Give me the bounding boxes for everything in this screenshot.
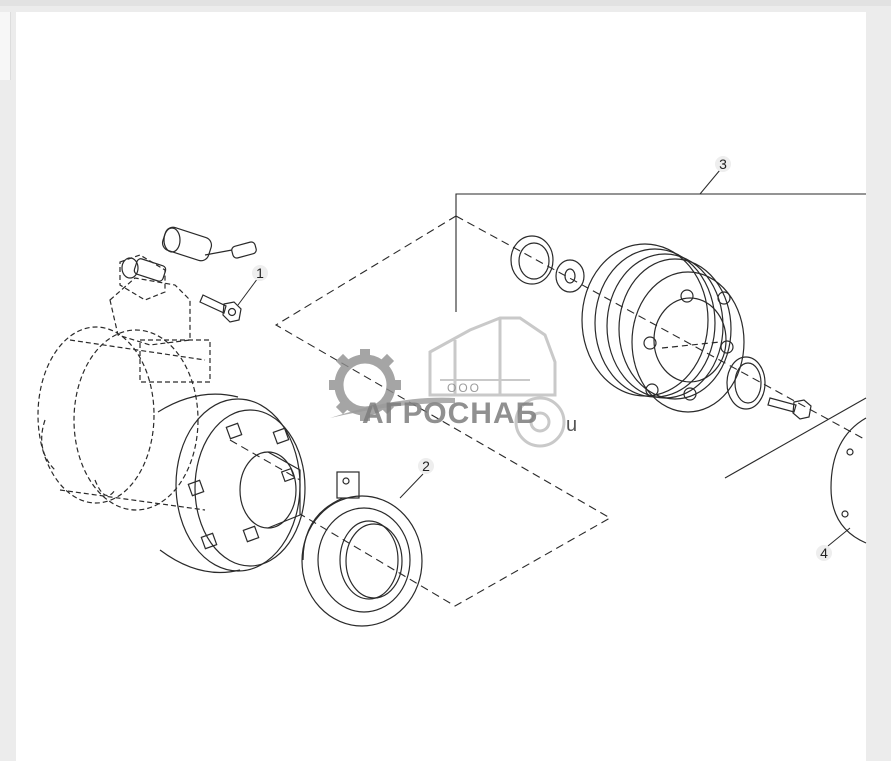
- part-bolt-1: [199, 294, 242, 323]
- callout-2: 2: [422, 458, 430, 474]
- watermark-tail: u: [566, 414, 577, 436]
- watermark-brand: АГРОСНАБ: [362, 397, 538, 430]
- diagram-sheet: [16, 12, 866, 761]
- compressor-front: [157, 393, 306, 574]
- callout-1: 1: [256, 265, 264, 281]
- part-clutch-kit-3: [510, 235, 812, 420]
- kit-bracket: [455, 193, 867, 479]
- top-fitting: [119, 226, 257, 301]
- tractor-icon: [428, 316, 566, 448]
- side-tab[interactable]: [0, 12, 11, 80]
- compressor-body: [37, 277, 211, 511]
- guide-lines: [229, 215, 867, 607]
- watermark: ООО АГРОСНАБ u: [329, 316, 577, 448]
- callout-labels: 1 2 3 4: [252, 156, 832, 561]
- callout-4: 4: [820, 545, 828, 561]
- top-strip: [0, 0, 891, 6]
- part-field-coil-2: [301, 471, 423, 627]
- gear-icon: [329, 349, 401, 421]
- leader-lines: [237, 169, 851, 547]
- part-4-partial: [830, 417, 867, 544]
- watermark-small-text: ООО: [447, 381, 481, 395]
- callout-3: 3: [719, 156, 727, 172]
